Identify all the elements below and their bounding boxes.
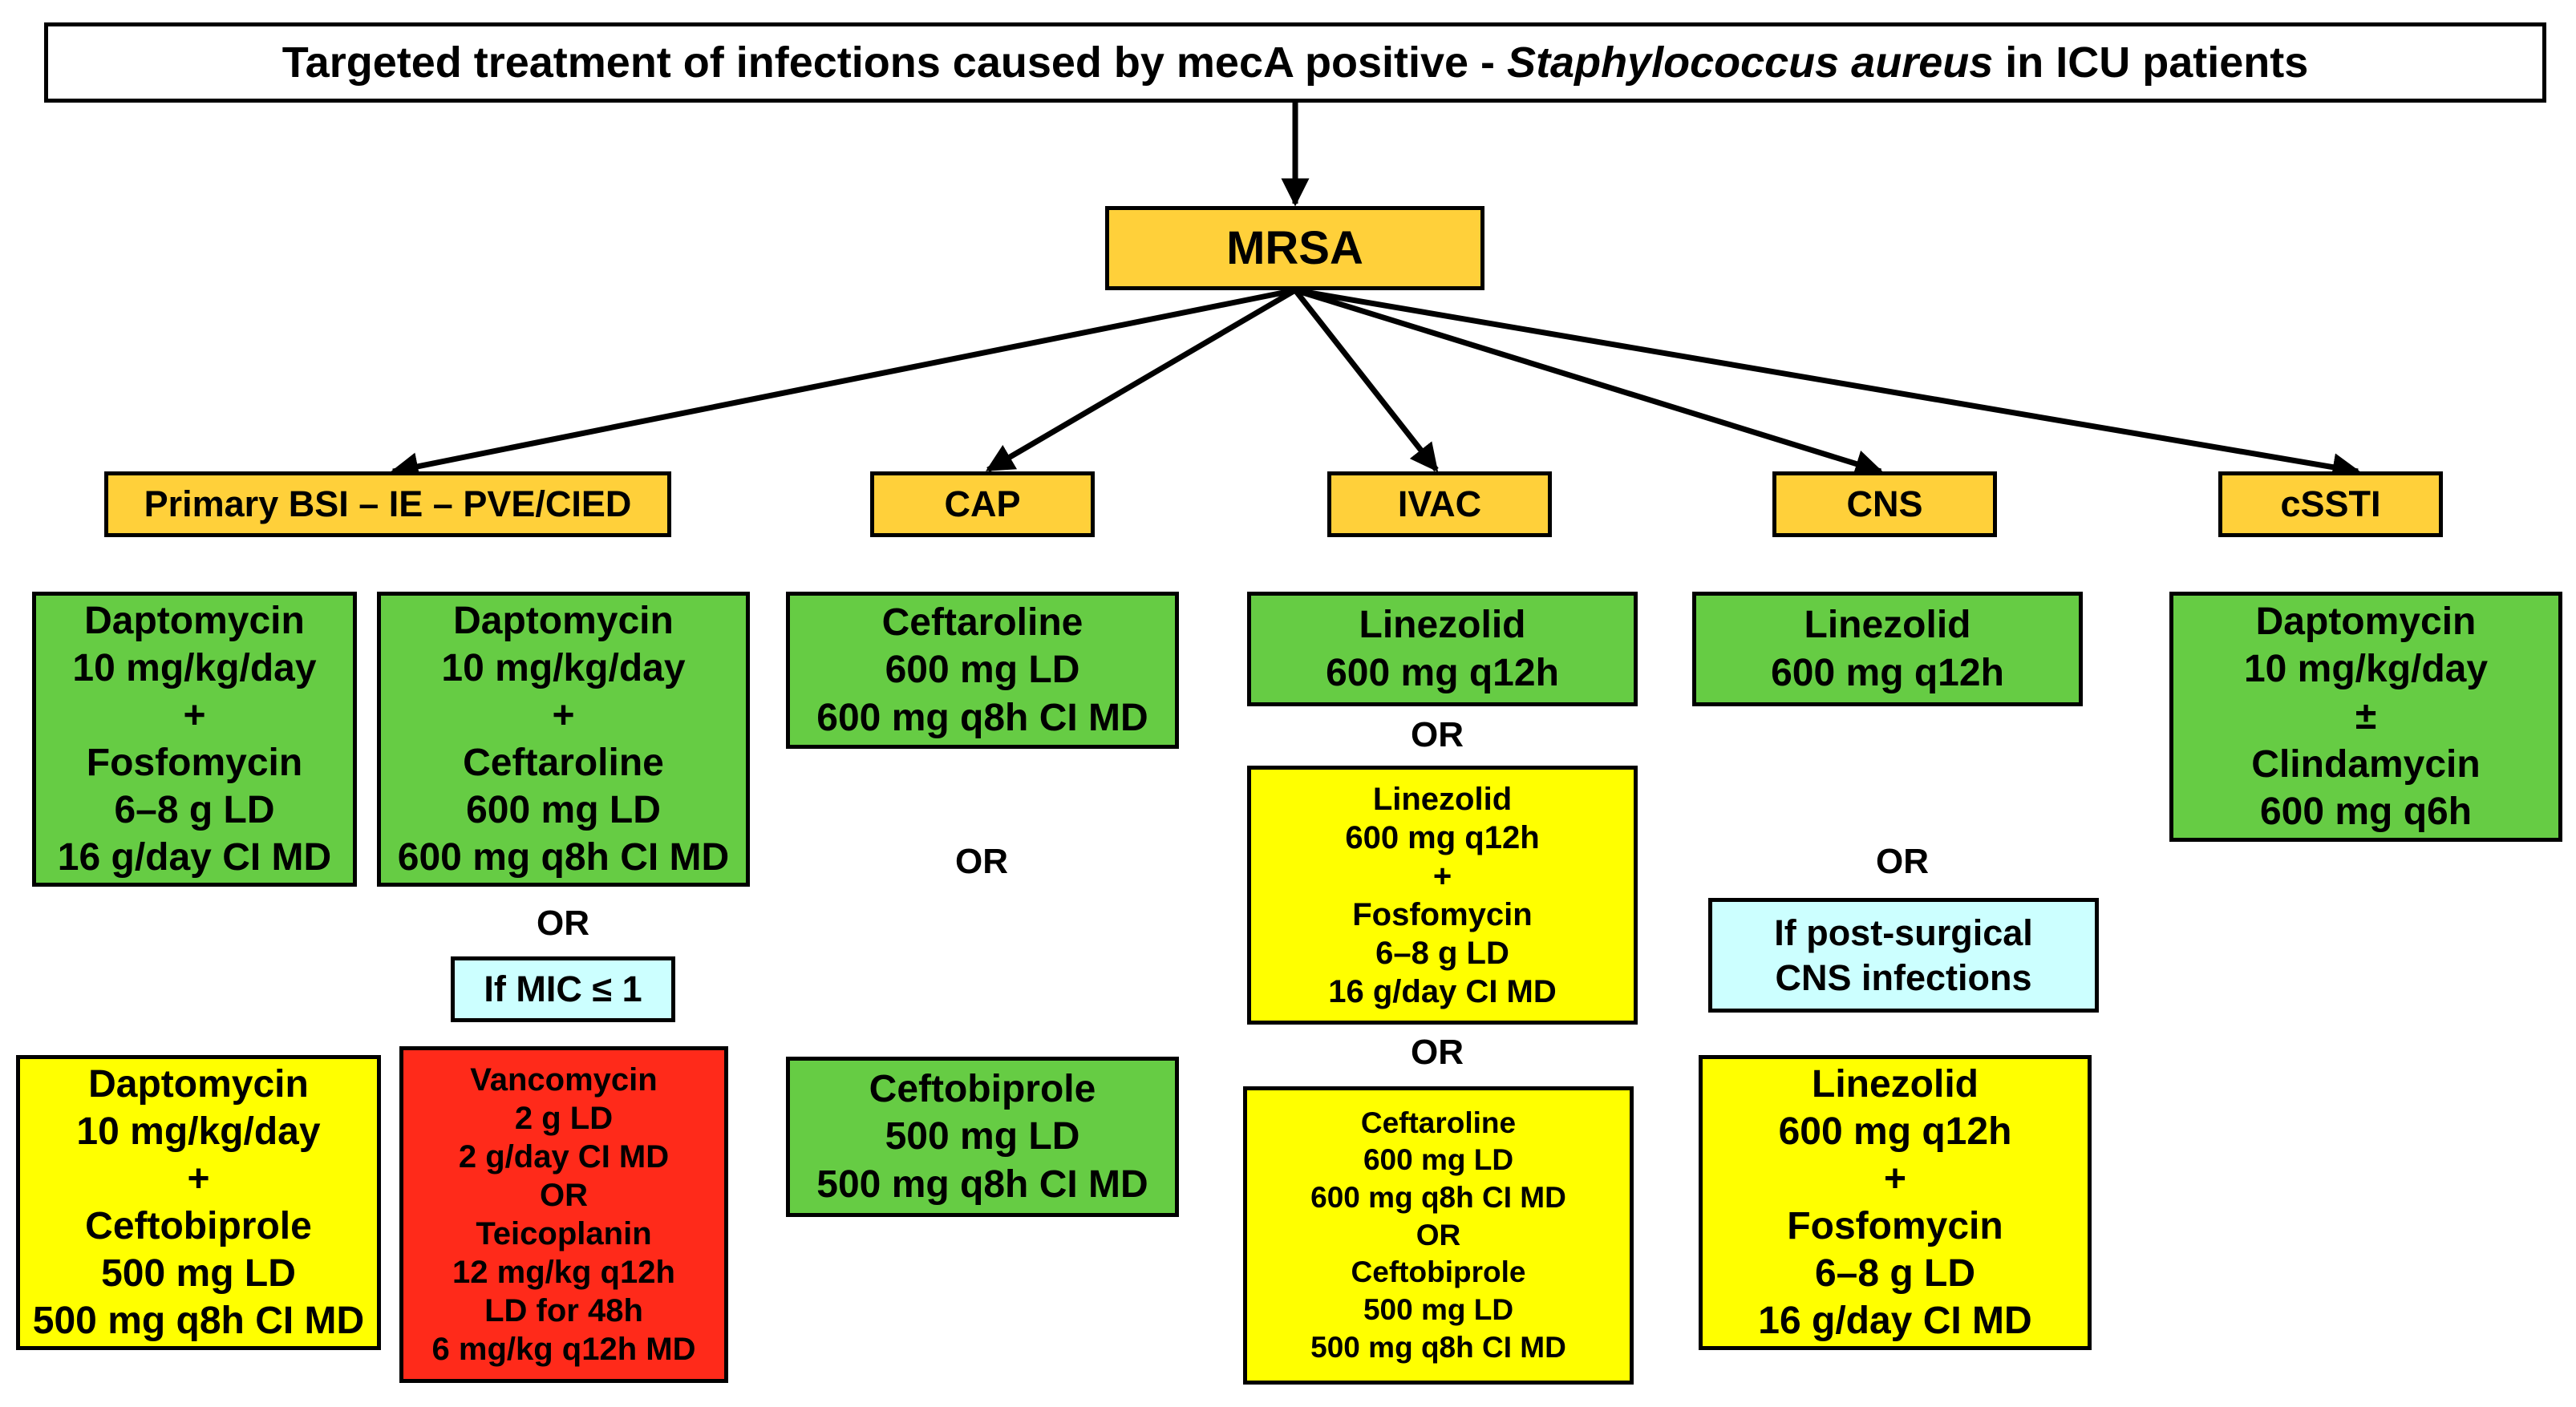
category-cns: CNS	[1772, 471, 1997, 537]
arrow-mrsa-to-cssti	[1294, 287, 2361, 481]
regimen-cap-ceftaroline: Ceftaroline 600 mg LD 600 mg q8h CI MD	[786, 592, 1179, 749]
category-primary-bsi: Primary BSI – IE – PVE/CIED	[104, 471, 671, 537]
arrow-mrsa-to-cap	[985, 287, 1297, 473]
diagram-title: Targeted treatment of infections caused …	[44, 22, 2546, 103]
category-cssti: cSSTI	[2218, 471, 2443, 537]
regimen-dapto-ceftobiprole: Daptomycin 10 mg/kg/day + Ceftobiprole 5…	[16, 1055, 381, 1350]
mrsa-node: MRSA	[1105, 206, 1484, 290]
regimen-cssti-dapto-clindamycin: Daptomycin 10 mg/kg/day ± Clindamycin 60…	[2169, 592, 2562, 842]
regimen-dapto-ceftaroline: Daptomycin 10 mg/kg/day + Ceftaroline 60…	[377, 592, 750, 887]
condition-post-surgical: If post-surgical CNS infections	[1708, 898, 2099, 1013]
arrow-mrsa-to-ivac	[1293, 288, 1439, 472]
regimen-ivac-ceftaroline-ceftobiprole: Ceftaroline 600 mg LD 600 mg q8h CI MD O…	[1243, 1086, 1634, 1385]
or-label-ivac-1: OR	[1411, 715, 1464, 754]
regimen-cns-linezolid-fosfomycin: Linezolid 600 mg q12h + Fosfomycin 6–8 g…	[1699, 1055, 2092, 1350]
or-label-ivac-2: OR	[1411, 1033, 1464, 1072]
regimen-cns-linezolid: Linezolid 600 mg q12h	[1692, 592, 2083, 706]
or-label-cap: OR	[955, 842, 1008, 881]
category-cap: CAP	[870, 471, 1095, 537]
regimen-dapto-fosfomycin: Daptomycin 10 mg/kg/day + Fosfomycin 6–8…	[32, 592, 357, 887]
regimen-vanco-teicoplanin: Vancomycin 2 g LD 2 g/day CI MD OR Teico…	[399, 1046, 728, 1383]
regimen-ivac-linezolid-fosfomycin: Linezolid 600 mg q12h + Fosfomycin 6–8 g…	[1247, 766, 1638, 1025]
regimen-ivac-linezolid: Linezolid 600 mg q12h	[1247, 592, 1638, 706]
regimen-cap-ceftobiprole: Ceftobiprole 500 mg LD 500 mg q8h CI MD	[786, 1057, 1179, 1217]
condition-mic: If MIC ≤ 1	[451, 956, 675, 1022]
arrow-mrsa-to-cns	[1294, 287, 1884, 478]
category-ivac: IVAC	[1327, 471, 1552, 537]
arrow-mrsa-to-bsi	[390, 287, 1296, 480]
or-label-bsi: OR	[537, 904, 589, 943]
or-label-cns: OR	[1876, 842, 1929, 881]
title-text: Targeted treatment of infections caused …	[281, 38, 2309, 87]
